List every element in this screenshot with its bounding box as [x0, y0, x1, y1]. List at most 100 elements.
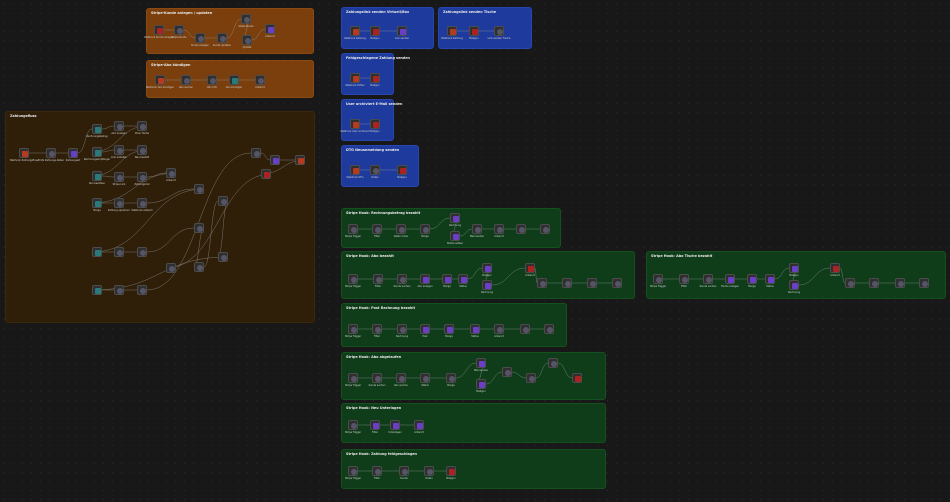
workflow-node[interactable]: [397, 165, 407, 175]
workflow-node[interactable]: [217, 33, 227, 43]
workflow-node[interactable]: [420, 274, 430, 284]
workflow-node[interactable]: [747, 274, 757, 284]
workflow-node[interactable]: [194, 262, 204, 272]
workflow-node[interactable]: [424, 466, 434, 476]
workflow-node[interactable]: [476, 379, 486, 389]
workflow-node[interactable]: [544, 324, 554, 334]
workflow-node[interactable]: [420, 373, 430, 383]
workflow-node[interactable]: [114, 145, 124, 155]
workflow-node[interactable]: [765, 274, 775, 284]
workflow-node[interactable]: [350, 119, 360, 129]
workflow-node[interactable]: [270, 155, 280, 165]
workflow-node[interactable]: [348, 466, 358, 476]
workflow-node[interactable]: [725, 274, 735, 284]
workflow-node[interactable]: [155, 75, 165, 85]
workflow-node[interactable]: [502, 367, 512, 377]
workflow-node[interactable]: [447, 26, 457, 36]
workflow-node[interactable]: [373, 274, 383, 284]
workflow-node[interactable]: [92, 198, 102, 208]
workflow-node[interactable]: [137, 285, 147, 295]
workflow-node[interactable]: [482, 263, 492, 273]
workflow-node[interactable]: [348, 224, 358, 234]
workflow-node[interactable]: [261, 169, 271, 179]
workflow-node[interactable]: [372, 466, 382, 476]
workflow-node[interactable]: [92, 124, 102, 134]
workflow-node[interactable]: [420, 324, 430, 334]
workflow-node[interactable]: [348, 324, 358, 334]
workflow-node[interactable]: [295, 155, 305, 165]
workflow-node[interactable]: [494, 324, 504, 334]
workflow-node[interactable]: [537, 278, 547, 288]
workflow-node[interactable]: [450, 231, 460, 241]
workflow-node[interactable]: [845, 278, 855, 288]
workflow-node[interactable]: [241, 14, 251, 24]
workflow-node[interactable]: [469, 26, 479, 36]
workflow-node[interactable]: [348, 373, 358, 383]
workflow-node[interactable]: [372, 373, 382, 383]
workflow-node[interactable]: [587, 278, 597, 288]
workflow-node[interactable]: [137, 121, 147, 131]
workflow-node[interactable]: [525, 263, 535, 273]
workflow-node[interactable]: [370, 165, 380, 175]
workflow-node[interactable]: [572, 373, 582, 383]
workflow-node[interactable]: [446, 466, 456, 476]
workflow-node[interactable]: [444, 324, 454, 334]
workflow-node[interactable]: [789, 280, 799, 290]
workflow-node[interactable]: [476, 358, 486, 368]
workflow-node[interactable]: [255, 75, 265, 85]
workflow-node[interactable]: [194, 223, 204, 233]
workflow-node[interactable]: [137, 172, 147, 182]
workflow-node[interactable]: [114, 172, 124, 182]
workflow-node[interactable]: [526, 373, 536, 383]
workflow-node[interactable]: [472, 224, 482, 234]
workflow-node[interactable]: [137, 145, 147, 155]
workflow-node[interactable]: [397, 274, 407, 284]
workflow-node[interactable]: [370, 26, 380, 36]
workflow-node[interactable]: [194, 184, 204, 194]
workflow-node[interactable]: [348, 274, 358, 284]
workflow-node[interactable]: [207, 75, 217, 85]
workflow-node[interactable]: [181, 75, 191, 85]
workflow-node[interactable]: [562, 278, 572, 288]
workflow-node[interactable]: [450, 213, 460, 223]
workflow-node[interactable]: [19, 148, 29, 158]
workflow-node[interactable]: [370, 73, 380, 83]
workflow-node[interactable]: [390, 420, 400, 430]
workflow-node[interactable]: [350, 73, 360, 83]
workflow-node[interactable]: [114, 285, 124, 295]
workflow-node[interactable]: [46, 148, 56, 158]
workflow-node[interactable]: [218, 196, 228, 206]
workflow-node[interactable]: [470, 324, 480, 334]
workflow-node[interactable]: [548, 358, 558, 368]
workflow-node[interactable]: [420, 224, 430, 234]
workflow-node[interactable]: [830, 263, 840, 273]
workflow-node[interactable]: [218, 252, 228, 262]
workflow-node[interactable]: [92, 247, 102, 257]
workflow-node[interactable]: [446, 373, 456, 383]
workflow-node[interactable]: [370, 119, 380, 129]
workflow-node[interactable]: [442, 274, 452, 284]
workflow-node[interactable]: [895, 278, 905, 288]
workflow-node[interactable]: [137, 247, 147, 257]
workflow-node[interactable]: [92, 285, 102, 295]
workflow-node[interactable]: [399, 466, 409, 476]
workflow-node[interactable]: [372, 324, 382, 334]
workflow-node[interactable]: [166, 263, 176, 273]
workflow-node[interactable]: [653, 274, 663, 284]
workflow-node[interactable]: [174, 25, 184, 35]
workflow-node[interactable]: [612, 278, 622, 288]
workflow-node[interactable]: [494, 224, 504, 234]
workflow-node[interactable]: [92, 147, 102, 157]
workflow-node[interactable]: [114, 121, 124, 131]
